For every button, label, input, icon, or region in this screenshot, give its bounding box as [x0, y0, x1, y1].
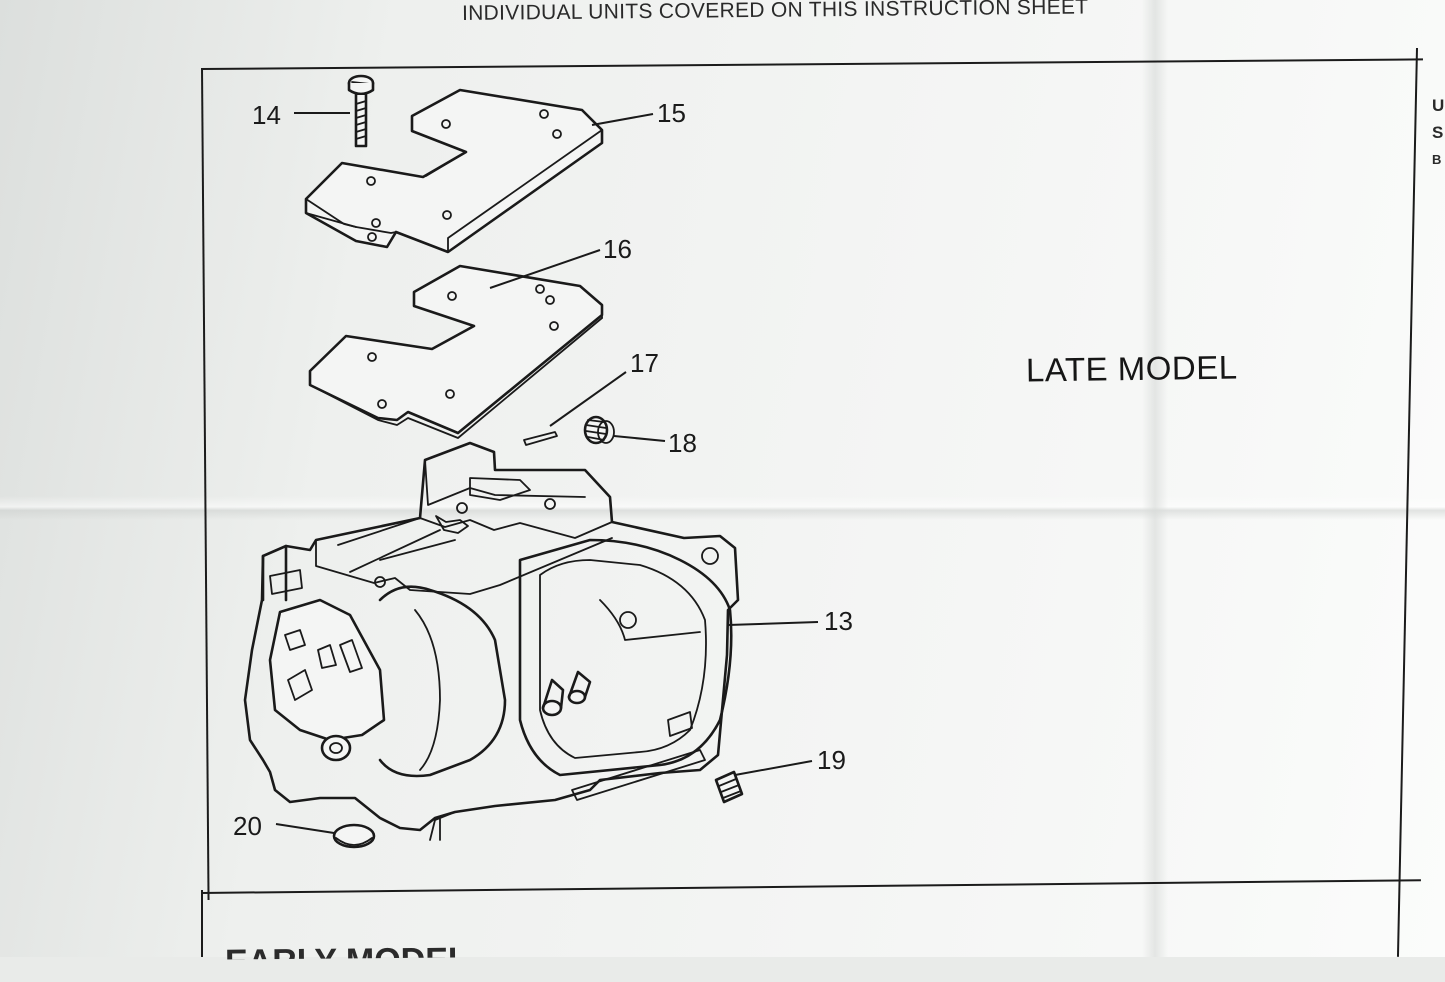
side-letter: U: [1432, 96, 1445, 115]
callout-19: 19: [817, 745, 846, 775]
cut-off-side-text: U S B: [1432, 92, 1445, 173]
gasket-part-16: [308, 264, 604, 439]
cover-part-15: [304, 88, 604, 254]
side-letter: S: [1432, 123, 1444, 142]
pin-part-17: [523, 431, 558, 446]
callout-13: 13: [824, 606, 853, 636]
callout-15: 15: [657, 98, 686, 128]
callout-18: 18: [668, 428, 697, 458]
welch-plug-part-20: [332, 823, 376, 849]
body-part-13: [243, 441, 740, 841]
screw-part-14: [347, 74, 375, 148]
paper-fold-horizontal: [0, 496, 1445, 520]
callout-14: 14: [252, 100, 281, 130]
leader-19: [734, 760, 813, 776]
callout-20: 20: [233, 811, 262, 841]
leader-20: [275, 823, 335, 834]
leader-13: [727, 621, 819, 626]
paper-fold-vertical: [1142, 0, 1168, 957]
next-panel-edge: [201, 890, 203, 957]
callout-16: 16: [603, 234, 632, 264]
leader-17: [549, 371, 627, 427]
spring-part-18: [583, 415, 615, 445]
plug-part-19: [714, 770, 744, 804]
leader-15: [591, 113, 654, 126]
callout-17: 17: [630, 348, 659, 378]
side-letter: B: [1432, 152, 1442, 167]
leader-18: [613, 435, 666, 442]
leader-16: [489, 249, 601, 289]
exploded-parts-diagram: 14 15 16 17 18: [233, 74, 853, 849]
